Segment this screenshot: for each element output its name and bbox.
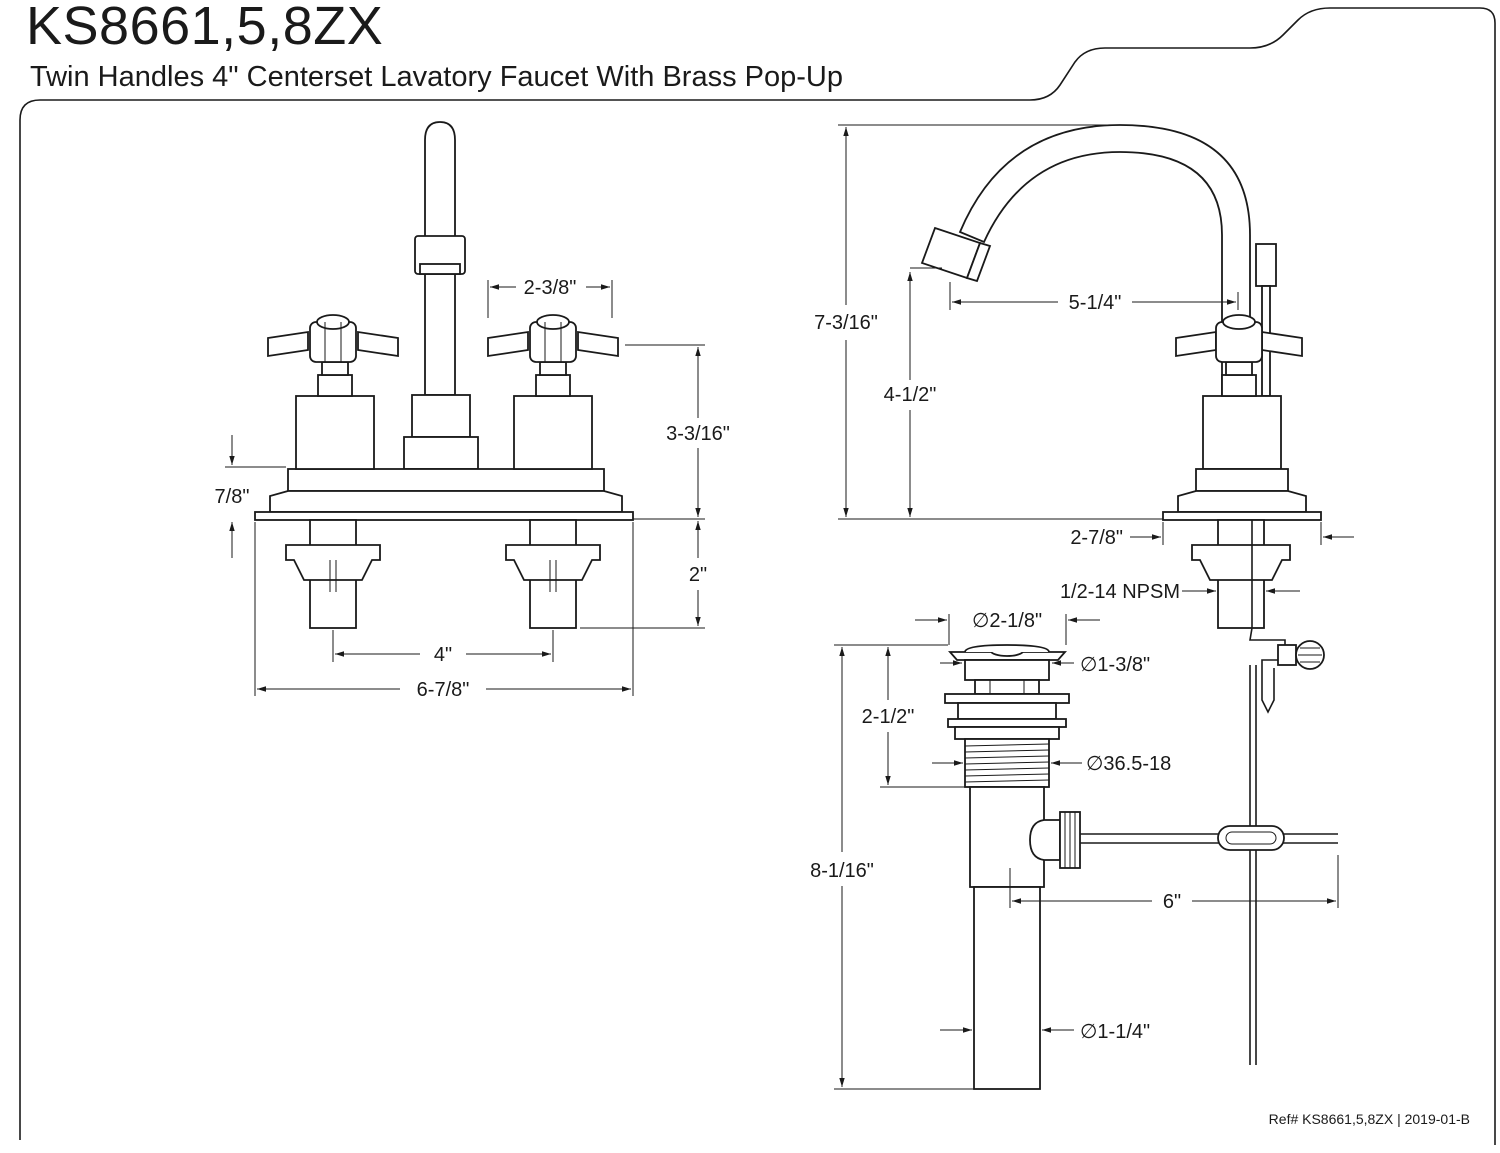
tailpiece — [973, 886, 1041, 1090]
dim-shank-length: 2" — [689, 564, 707, 586]
dim-overall-height: 7-3/16" — [814, 312, 878, 334]
dim-thread-size: 1/2-14 NPSM — [1060, 581, 1180, 603]
right-shank — [505, 519, 601, 629]
gooseneck-spout — [920, 124, 1251, 396]
dim-handle-height: 3-3/16" — [666, 423, 730, 445]
drawing-frame — [19, 7, 1496, 1145]
product-description: Twin Handles 4" Centerset Lavatory Fauce… — [30, 61, 843, 93]
dim-rod-length: 6" — [1163, 891, 1181, 913]
right-cross-handle — [487, 314, 619, 470]
dim-base-height: 7/8" — [215, 486, 250, 508]
dim-base-depth: 2-7/8" — [1070, 527, 1123, 549]
dim-stopper-diameter: ∅1-3/8" — [1080, 654, 1150, 676]
popup-drain-view: ∅2-1/8" ∅1-3/8" 2-1/2" ∅36.5-18 8-1/16" … — [810, 610, 1339, 1090]
side-view: 7-3/16" 4-1/2" 5-1/4" 2-7/8" 1/2-14 NPSM — [814, 124, 1354, 1065]
dim-tailpiece-diameter: ∅1-1/4" — [1080, 1021, 1150, 1043]
dim-spout-reach: 5-1/4" — [1069, 292, 1122, 314]
dim-overall-length: 8-1/16" — [810, 860, 874, 882]
dim-body-height: 2-1/2" — [862, 706, 915, 728]
left-shank — [285, 519, 381, 629]
front-view: 2-3/8" 3-3/16" 7/8" 2" 4" 6-7/8" — [215, 121, 730, 701]
spout-front — [414, 121, 466, 396]
dim-center-spacing: 4" — [434, 644, 452, 666]
dim-flange-diameter: ∅2-1/8" — [972, 610, 1042, 632]
deck-plate — [254, 468, 634, 521]
dim-overall-width: 6-7/8" — [417, 679, 470, 701]
drain-threaded-body — [964, 738, 1050, 788]
dim-thread-spec: ∅36.5-18 — [1086, 753, 1171, 775]
dim-handle-spacing: 2-3/8" — [524, 277, 577, 299]
side-cross-handle — [1175, 314, 1303, 470]
model-title: KS8661,5,8ZX — [26, 0, 384, 56]
dim-spout-height: 4-1/2" — [884, 384, 937, 406]
reference-number: Ref# KS8661,5,8ZX | 2019-01-B — [1268, 1111, 1470, 1127]
left-cross-handle — [267, 314, 399, 470]
